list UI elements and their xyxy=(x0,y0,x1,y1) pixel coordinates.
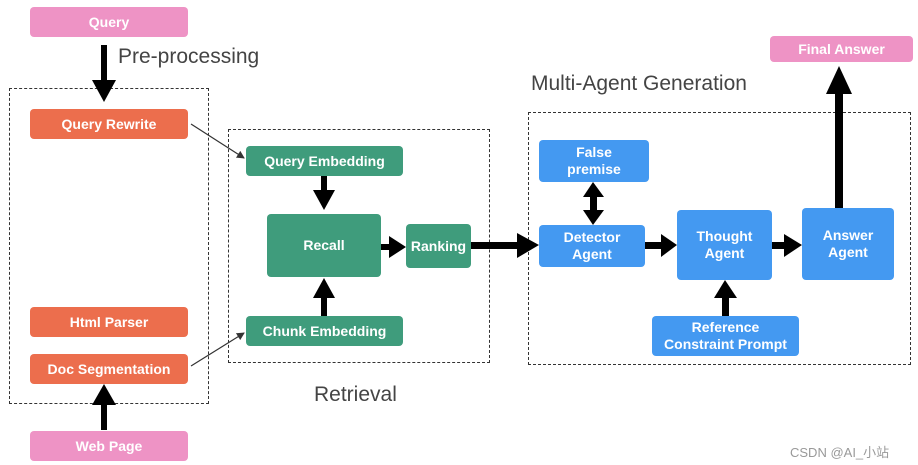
arrow-webpage-to-docseg xyxy=(92,384,116,430)
web-page-node: Web Page xyxy=(30,431,188,461)
recall-node: Recall xyxy=(267,214,381,277)
arrow-chunkembed-to-recall xyxy=(313,278,335,316)
preprocessing-label: Pre-processing xyxy=(118,45,260,68)
arrow-thought-to-answer xyxy=(772,234,802,257)
reference-prompt-node: Reference Constraint Prompt xyxy=(652,316,799,356)
thought-agent-node: Thought Agent xyxy=(677,210,772,280)
arrow-reference-to-thought xyxy=(714,280,737,316)
generation-group xyxy=(528,112,911,365)
html-parser-node: Html Parser xyxy=(30,307,188,337)
query-rewrite-node: Query Rewrite xyxy=(30,109,188,139)
arrow-detector-to-thought xyxy=(645,234,677,257)
arrow-rewrite-to-qembed xyxy=(190,123,245,159)
arrow-qembed-to-recall xyxy=(313,176,335,210)
ranking-node: Ranking xyxy=(406,224,471,268)
chunk-embedding-node: Chunk Embedding xyxy=(246,316,403,346)
answer-agent-node: Answer Agent xyxy=(802,208,894,280)
doc-segmentation-node: Doc Segmentation xyxy=(30,354,188,384)
arrow-premise-detector-bidirectional xyxy=(583,182,604,225)
arrow-query-to-rewrite xyxy=(92,45,116,102)
arrow-answer-to-final xyxy=(826,66,852,208)
query-embedding-node: Query Embedding xyxy=(246,146,403,176)
retrieval-label: Retrieval xyxy=(314,383,397,406)
watermark: CSDN @AI_小站 xyxy=(790,445,890,460)
false-premise-node: False premise xyxy=(539,140,649,182)
generation-label: Multi-Agent Generation xyxy=(531,72,747,95)
arrow-ranking-to-detector xyxy=(471,233,539,258)
arrow-docseg-to-chunkembed xyxy=(190,332,245,367)
detector-agent-node: Detector Agent xyxy=(539,225,645,267)
query-node: Query xyxy=(30,7,188,37)
final-answer-node: Final Answer xyxy=(770,36,913,62)
